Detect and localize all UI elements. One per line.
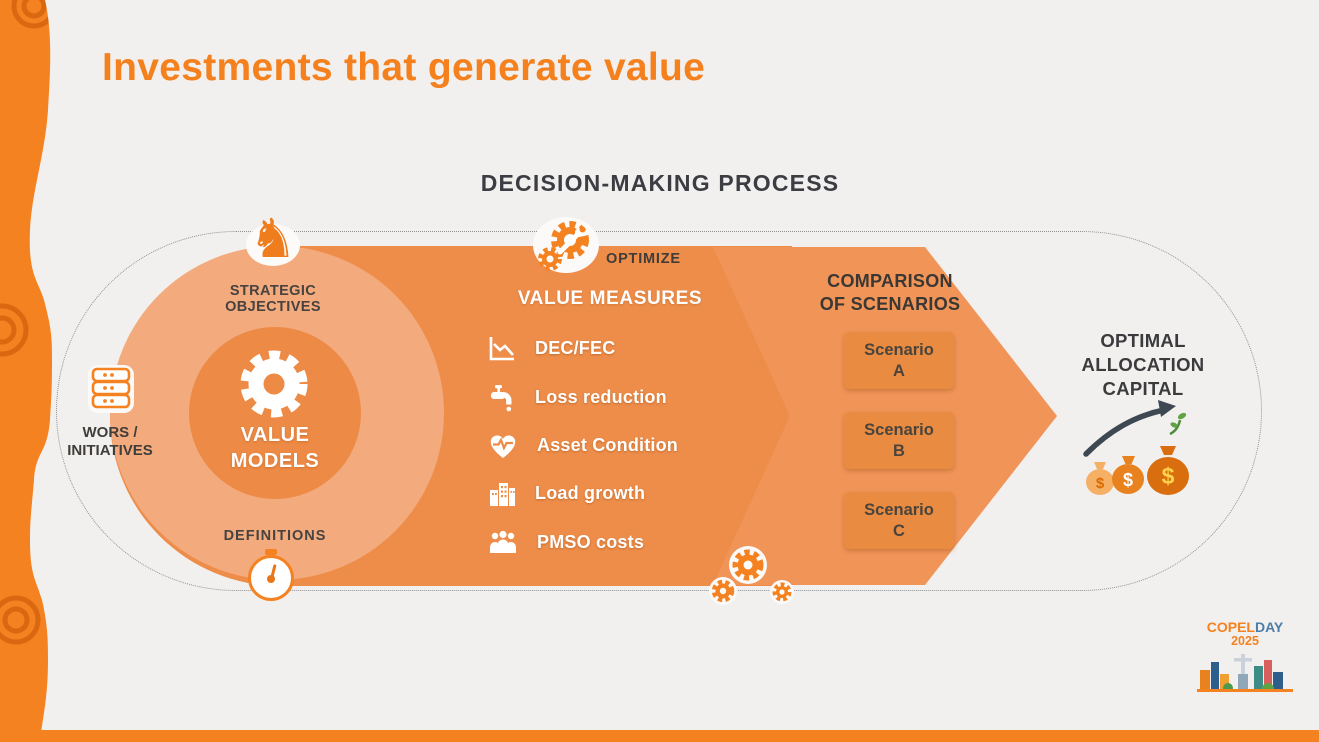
optimize-label: OPTIMIZE	[606, 251, 681, 267]
buildings-icon	[490, 483, 515, 506]
definitions-label: DEFINITIONS	[223, 528, 327, 544]
money-bags-illustration: $ $ $	[1083, 400, 1189, 495]
wave-border-decoration	[0, 0, 52, 742]
comparison-heading: COMPARISON OF SCENARIOS	[819, 271, 961, 314]
bottom-accent-bar	[0, 730, 1319, 742]
logo-brand: COPEL	[1206, 619, 1255, 635]
measure-row: DEC/FEC	[487, 330, 757, 366]
scenario-card-b: Scenario B	[844, 412, 954, 469]
growth-arrow-icon	[1083, 400, 1176, 457]
money-bag-icon: $	[1112, 456, 1144, 494]
gears-cluster-icon	[709, 546, 794, 605]
measure-row: PMSO costs	[487, 524, 757, 560]
value-measures-heading: VALUE MEASURES	[517, 288, 703, 309]
value-models-label: VALUE MODELS	[230, 424, 320, 472]
svg-text:$: $	[1162, 463, 1175, 489]
svg-text:$: $	[1123, 470, 1133, 490]
heart-pulse-icon	[490, 435, 516, 458]
gear-icon	[240, 350, 308, 418]
logo-skyline-illustration	[1197, 654, 1293, 695]
scenario-card-a: Scenario A	[844, 332, 954, 389]
copel-day-logo: COPELDAY 2025	[1196, 620, 1294, 697]
logo-year: 2025	[1231, 634, 1259, 648]
process-heading: DECISION-MAKING PROCESS	[480, 170, 840, 196]
faucet-icon	[491, 385, 512, 412]
sprout-icon	[1169, 412, 1187, 436]
wors-initiatives-label: WORS / INITIATIVES	[67, 424, 153, 459]
measure-label: PMSO costs	[537, 531, 645, 552]
measure-label: Load growth	[535, 482, 646, 503]
measure-row: Asset Condition	[487, 427, 757, 463]
chess-knight-icon: ♞	[248, 209, 298, 269]
measure-row: Load growth	[487, 475, 757, 511]
money-bag-icon: $	[1147, 446, 1189, 495]
process-boundary-outline	[56, 231, 1262, 591]
scenario-label: Scenario B	[864, 420, 934, 460]
wave-rings-decoration	[0, 0, 52, 645]
money-bag-icon: $	[1086, 462, 1114, 495]
people-icon	[490, 530, 516, 553]
chart-decline-icon	[489, 337, 514, 361]
optimal-capital-label: OPTIMAL ALLOCATION CAPITAL	[1081, 330, 1205, 399]
strategic-objectives-label: STRATEGIC OBJECTIVES	[225, 283, 321, 315]
logo-event: DAY	[1254, 619, 1284, 635]
measure-label: Loss reduction	[535, 386, 667, 407]
measure-label: Asset Condition	[537, 434, 678, 455]
svg-text:$: $	[1096, 475, 1105, 492]
scenario-card-c: Scenario C	[844, 492, 954, 549]
scenario-label: Scenario A	[864, 340, 934, 380]
optimize-gears-icon	[533, 217, 599, 273]
knight-icon-backdrop	[246, 224, 300, 266]
measure-row: Loss reduction	[487, 379, 757, 415]
gauge-icon	[248, 549, 294, 601]
measure-label: DEC/FEC	[535, 337, 616, 358]
slide-title: Investments that generate value	[102, 46, 706, 89]
scenario-label: Scenario C	[864, 500, 934, 540]
server-icon	[88, 365, 134, 413]
